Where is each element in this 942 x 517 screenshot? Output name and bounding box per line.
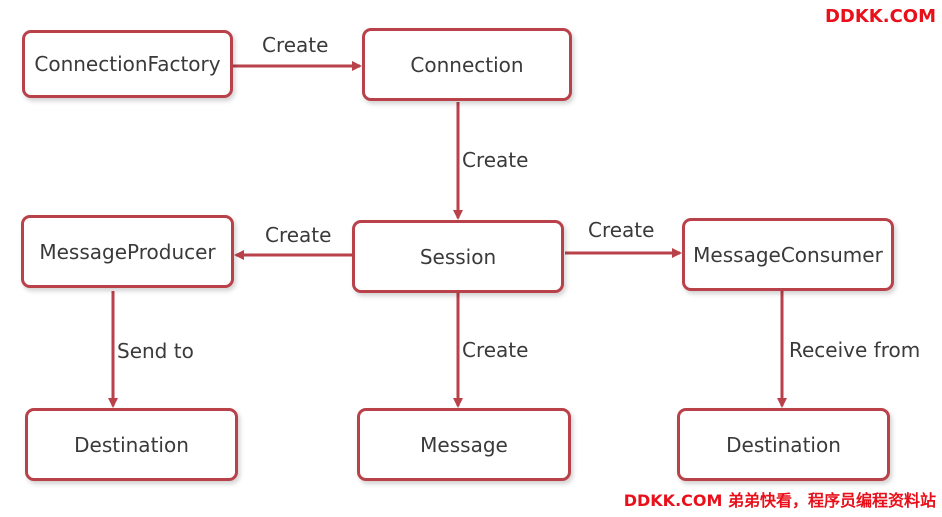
edge-label-session-to-message: Create (462, 338, 529, 362)
node-message: Message (357, 408, 571, 481)
node-label: ConnectionFactory (34, 52, 221, 76)
edge-label-session-to-consumer: Create (588, 218, 655, 242)
node-label: Session (419, 244, 497, 269)
node-label: Connection (410, 52, 524, 77)
node-label: Destination (74, 432, 189, 457)
node-destination-right: Destination (677, 408, 890, 481)
node-label: Destination (726, 432, 841, 457)
node-message-consumer: MessageConsumer (682, 218, 894, 291)
node-session: Session (352, 220, 564, 293)
node-label: MessageConsumer (693, 242, 883, 267)
watermark-top: DDKK.COM (824, 6, 936, 27)
node-destination-left: Destination (25, 408, 238, 481)
edge-label-session-to-producer: Create (265, 223, 332, 247)
edge-label-factory-to-connection: Create (262, 33, 329, 57)
node-connection-factory: ConnectionFactory (22, 30, 233, 98)
watermark-bottom: DDKK.COM 弟弟快看，程序员编程资料站 (623, 491, 936, 510)
node-message-producer: MessageProducer (21, 215, 234, 288)
edge-label-consumer-to-destination: Receive from (789, 338, 921, 362)
node-label: MessageProducer (39, 239, 216, 264)
edge-label-producer-to-destination: Send to (117, 339, 194, 363)
node-label: Message (420, 432, 508, 457)
edge-label-connection-to-session: Create (462, 148, 529, 172)
node-connection: Connection (362, 28, 572, 101)
